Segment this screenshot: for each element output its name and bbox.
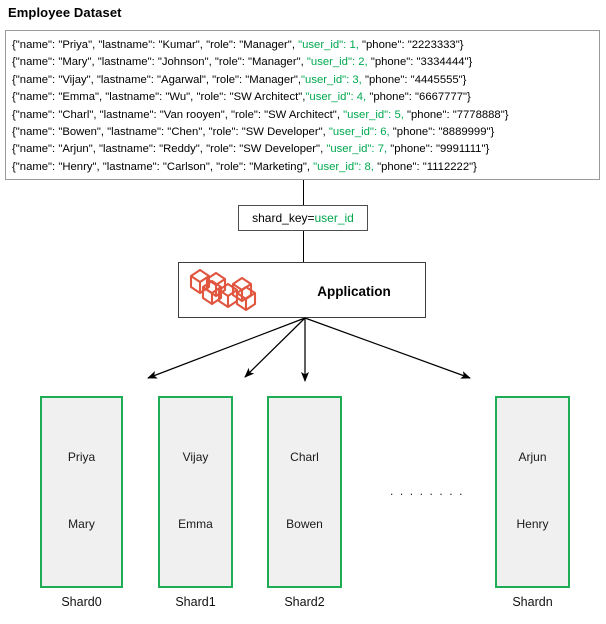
shard-entry-name: Charl — [290, 450, 319, 464]
shard-entry-name: Priya — [67, 450, 96, 464]
shard-key-box: shard_key=user_id — [238, 205, 368, 231]
shard-key-label: shard_key= — [252, 211, 315, 225]
record-text-before: {"name": "Emma", "lastname": "Wu", "role… — [12, 91, 306, 104]
dataset-record-row: {"name": "Charl", "lastname": "Van rooye… — [12, 107, 599, 124]
record-user-id: "user_id": 4, — [305, 91, 367, 104]
shards-ellipsis: . . . . . . . . — [390, 484, 465, 498]
shard-box-2[interactable]: Charl Bowen — [267, 396, 342, 588]
record-text-after: "phone": "9991111"} — [387, 143, 490, 156]
shard-entry-name: Mary — [68, 517, 95, 531]
arrow-to-shard0 — [147, 317, 306, 379]
shard-box-n[interactable]: Arjun Henry — [495, 396, 570, 588]
shard-entry-name: Arjun — [518, 450, 547, 464]
application-box: Application — [178, 262, 426, 318]
record-text-before: {"name": "Mary", "lastname": "Johnson", … — [12, 56, 307, 69]
dataset-record-row: {"name": "Arjun", "lastname": "Reddy", "… — [12, 141, 599, 158]
record-text-before: {"name": "Priya", "lastname": "Kumar", "… — [12, 39, 299, 51]
record-text-before: {"name": "Arjun", "lastname": "Reddy", "… — [12, 143, 327, 156]
shard-label-0: Shard0 — [61, 595, 102, 609]
record-user-id: "user_id": 8, — [313, 160, 374, 173]
shard-entry-name: Henry — [516, 517, 549, 531]
record-text-before: {"name": "Bowen", "lastname": "Chen", "r… — [12, 126, 329, 139]
shard-box-0[interactable]: Priya Mary — [40, 396, 123, 588]
dataset-record-row: {"name": "Emma", "lastname": "Wu", "role… — [12, 89, 599, 106]
shard-entry-name: Vijay — [182, 450, 209, 464]
record-user-id: "user_id": 2, — [306, 56, 368, 69]
connector-dataset-to-shardkey — [303, 180, 304, 205]
arrow-to-shardn — [304, 317, 471, 379]
application-label: Application — [317, 283, 391, 299]
dataset-record-row: {"name": "Priya", "lastname": "Kumar", "… — [12, 37, 599, 54]
record-text-after: "phone": "8889999"} — [389, 126, 495, 139]
shard-key-value: user_id — [314, 211, 354, 225]
record-text-before: {"name": "Charl", "lastname": "Van rooye… — [12, 108, 344, 121]
record-text-before: {"name": "Vijay", "lastname": "Agarwal",… — [12, 73, 302, 86]
shard-box-1[interactable]: Vijay Emma — [158, 396, 233, 588]
dataset-record-row: {"name": "Bowen", "lastname": "Chen", "r… — [12, 124, 599, 141]
record-user-id: "user_id": 6, — [328, 126, 390, 139]
page-title: Employee Dataset — [8, 5, 122, 20]
record-text-after: "phone": "1112222"} — [373, 160, 477, 173]
shard-label-n: Shardn — [512, 595, 553, 609]
record-text-after: "phone": "7778888"} — [403, 108, 509, 121]
arrow-to-shard1 — [244, 317, 306, 378]
cubes-cluster-icon — [187, 267, 273, 315]
dataset-record-row: {"name": "Henry", "lastname": "Carlson",… — [12, 159, 599, 176]
record-user-id: "user_id": 7, — [326, 143, 388, 156]
record-user-id: "user_id": 1, — [298, 39, 359, 51]
shard-entry-name: Emma — [178, 517, 213, 531]
shard-label-1: Shard1 — [175, 595, 216, 609]
record-user-id: "user_id": 3, — [301, 73, 362, 86]
record-text-after: "phone": "4445555"} — [361, 73, 467, 86]
record-user-id: "user_id": 5, — [343, 108, 404, 121]
record-text-after: "phone": "3334444"} — [367, 56, 473, 69]
shard-label-2: Shard2 — [284, 595, 325, 609]
connector-shardkey-to-application — [303, 231, 304, 262]
shard-entry-name: Bowen — [286, 517, 323, 531]
dataset-record-row: {"name": "Vijay", "lastname": "Agarwal",… — [12, 72, 599, 89]
record-text-after: "phone": "6667777"} — [366, 91, 471, 104]
record-text-after: "phone": "2223333"} — [358, 39, 464, 51]
dataset-record-row: {"name": "Mary", "lastname": "Johnson", … — [12, 54, 599, 71]
record-text-before: {"name": "Henry", "lastname": "Carlson",… — [12, 160, 314, 173]
employee-dataset-box: {"name": "Priya", "lastname": "Kumar", "… — [5, 30, 600, 180]
